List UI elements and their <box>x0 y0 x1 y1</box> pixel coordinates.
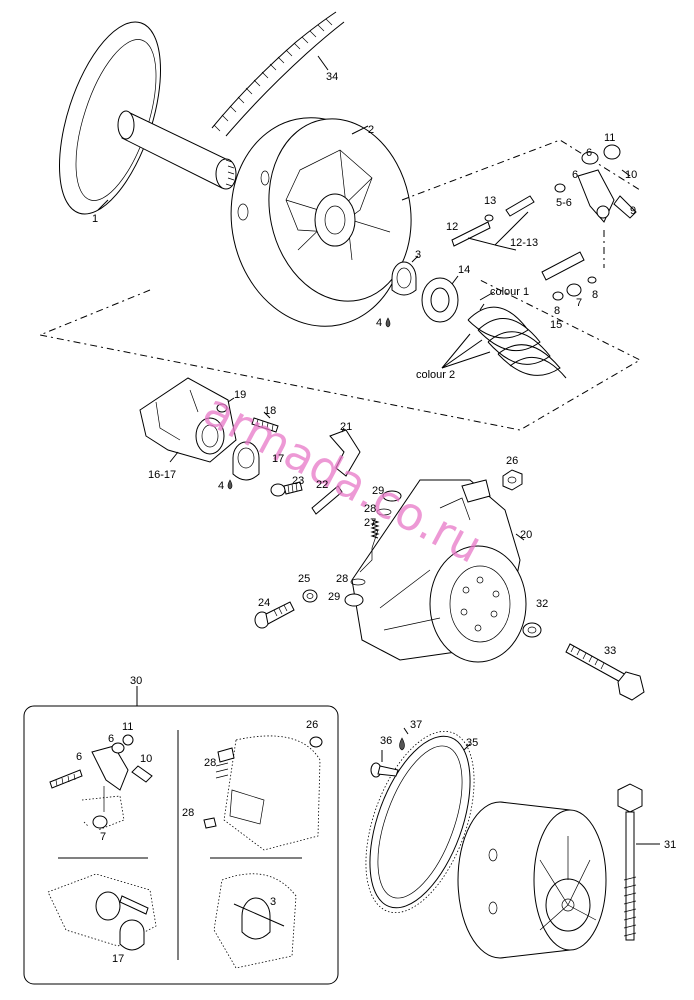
label-part-29a: 29 <box>372 485 384 497</box>
inset-label-6a: 6 <box>108 733 114 745</box>
bushing-part-3 <box>391 255 419 296</box>
label-part-9: 9 <box>630 205 636 217</box>
inset-label-11: 11 <box>122 721 133 733</box>
spring-part-27 <box>370 519 380 539</box>
inset-label-3: 3 <box>270 896 276 908</box>
washer-part-19 <box>216 397 235 413</box>
assembly-guide-lines <box>38 139 642 431</box>
label-colour-2: colour 2 <box>416 369 455 381</box>
lever-part-21 <box>329 427 361 477</box>
label-part-15: 15 <box>550 319 562 331</box>
inset-label-17: 17 <box>112 953 124 965</box>
label-part-12-13: 12-13 <box>510 237 538 249</box>
adhesive-drop-part-37 <box>399 727 409 751</box>
label-part-5-6: 5-6 <box>556 197 572 209</box>
label-part-28b: 28 <box>336 573 348 585</box>
label-colour-1: colour 1 <box>490 286 529 298</box>
inset-label-28b: 28 <box>182 807 194 819</box>
seals-part-28-29 <box>344 490 402 607</box>
label-part-11: 11 <box>604 132 615 144</box>
label-part-29b: 29 <box>328 591 340 603</box>
nut-part-26 <box>502 469 523 491</box>
label-part-7: 7 <box>576 297 582 309</box>
label-part-26: 26 <box>506 455 518 467</box>
label-part-4b: 4 <box>218 480 224 492</box>
label-part-28a: 28 <box>364 503 376 515</box>
label-part-20: 20 <box>520 529 532 541</box>
screw-part-36 <box>370 750 399 778</box>
label-part-6b: 6 <box>572 169 578 181</box>
label-part-8a: 8 <box>592 289 598 301</box>
inset-label-10: 10 <box>140 753 152 765</box>
inset-label-26: 26 <box>306 719 318 731</box>
label-part-32: 32 <box>536 598 548 610</box>
label-part-23: 23 <box>292 475 304 487</box>
spider-part-16-17 <box>139 377 237 463</box>
label-part-4a: 4 <box>376 317 382 329</box>
screw-part-23 <box>270 481 303 497</box>
adhesive-drop-icon <box>227 317 391 490</box>
pin-part-22 <box>311 485 343 515</box>
label-part-25: 25 <box>298 573 310 585</box>
long-bolt-part-31 <box>617 783 660 941</box>
label-part-24: 24 <box>258 597 270 609</box>
inset-label-6b: 6 <box>76 751 82 763</box>
label-part-34: 34 <box>326 71 338 83</box>
label-part-27: 27 <box>364 517 376 529</box>
washer-part-14 <box>421 275 459 323</box>
movable-sheave-part-2 <box>230 117 412 327</box>
bolt-part-24 <box>254 601 295 629</box>
weight-arm-assembly <box>451 144 637 301</box>
inset-labels: 11 6 6 10 7 26 28 28 17 3 <box>76 719 318 965</box>
label-part-37: 37 <box>410 719 422 731</box>
label-part-22: 22 <box>316 479 328 491</box>
ring-gear-part-35 <box>365 730 475 914</box>
washer-part-32 <box>522 622 542 638</box>
drive-belt-part-34 <box>211 11 345 137</box>
label-part-6a: 6 <box>586 147 592 159</box>
clutch-drum <box>457 801 607 959</box>
label-part-8b: 8 <box>554 305 560 317</box>
spring-part-15 <box>441 291 567 379</box>
fixed-sheave-part-1 <box>58 21 237 215</box>
label-part-12: 12 <box>446 221 458 233</box>
label-part-16-17: 16-17 <box>148 469 176 481</box>
label-part-13: 13 <box>484 195 496 207</box>
label-part-3: 3 <box>415 249 421 261</box>
label-part-35: 35 <box>466 737 478 749</box>
label-part-1: 1 <box>92 213 98 225</box>
inset-label-28a: 28 <box>204 757 216 769</box>
label-part-2: 2 <box>368 124 374 136</box>
label-part-14: 14 <box>458 264 470 276</box>
label-part-31: 31 <box>664 839 676 851</box>
label-part-21: 21 <box>340 421 352 433</box>
label-part-10: 10 <box>625 169 637 181</box>
inset-label-7: 7 <box>100 831 106 843</box>
inset-detail-box-30 <box>23 686 339 985</box>
washer-part-25 <box>302 589 318 603</box>
label-part-36: 36 <box>380 735 392 747</box>
bushing-part-17 <box>232 441 260 481</box>
label-part-19: 19 <box>234 389 246 401</box>
label-part-18: 18 <box>264 405 276 417</box>
screw-part-18 <box>251 411 279 433</box>
housing-part-20 <box>351 479 527 663</box>
label-part-30: 30 <box>130 675 142 687</box>
part-labels: 1 34 2 11 6 10 6 5-6 9 13 12 12-13 3 14 … <box>92 71 676 851</box>
label-part-33: 33 <box>604 645 616 657</box>
bolt-part-33 <box>565 643 645 701</box>
label-part-17: 17 <box>272 453 284 465</box>
